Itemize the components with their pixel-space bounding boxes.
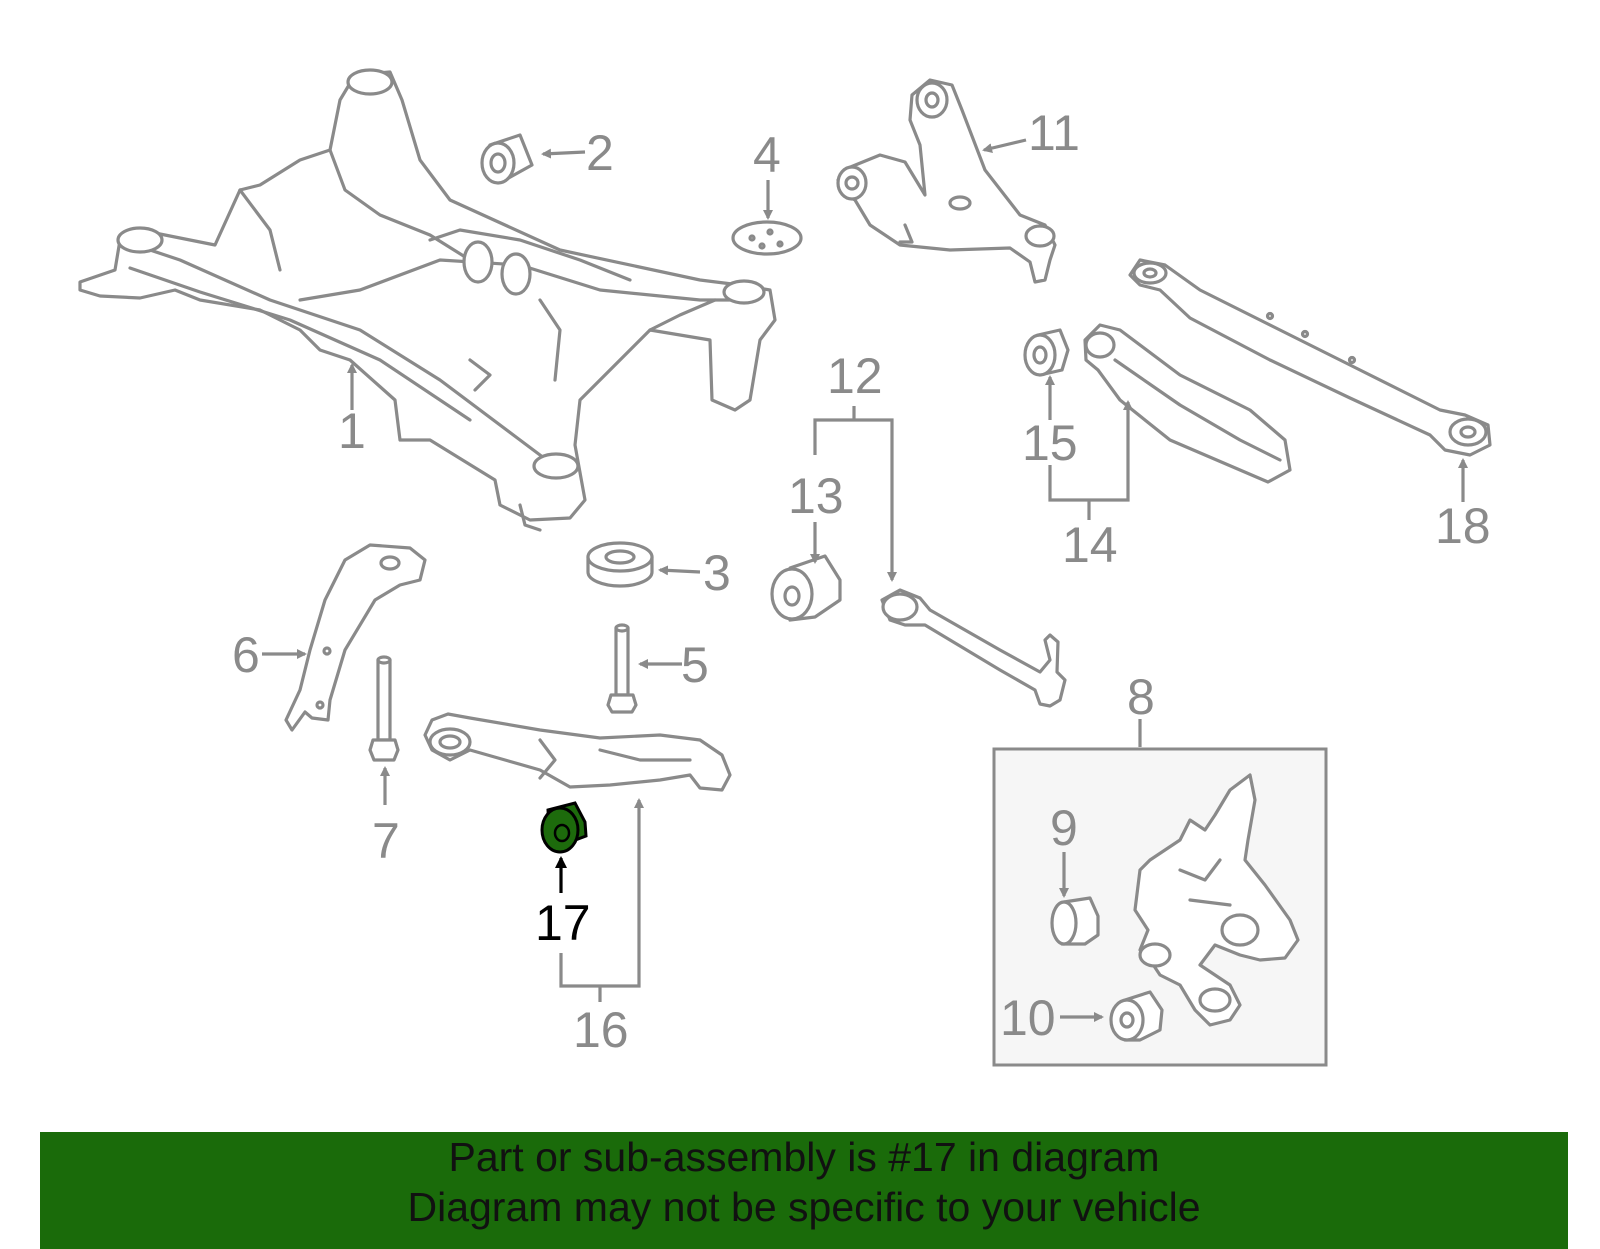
bolt-part-5[interactable]	[606, 623, 638, 714]
callout-14: 14	[1062, 517, 1118, 573]
lower-arm-part-16[interactable]	[423, 712, 732, 792]
callout-15: 15	[1022, 415, 1078, 471]
callout-labels: 1 2 3 4 5 6 7 8 9 10 11 12 13 14 15 16 1…	[232, 105, 1491, 1058]
bushing-part-17[interactable]	[540, 801, 588, 854]
bushing-part-9[interactable]	[1050, 896, 1100, 946]
stopper-part-3[interactable]	[586, 541, 654, 588]
callout-12: 12	[827, 348, 883, 404]
callout-11: 11	[1028, 105, 1080, 161]
arm-part-14[interactable]	[1083, 323, 1292, 484]
banner-line-2: Diagram may not be specific to your vehi…	[407, 1184, 1201, 1230]
callout-13: 13	[788, 468, 844, 524]
info-banner: Part or sub-assembly is #17 in diagram D…	[40, 1132, 1568, 1249]
callout-7: 7	[372, 813, 400, 869]
bushing-part-10[interactable]	[1109, 990, 1164, 1042]
callout-4: 4	[753, 127, 781, 183]
bushing-part-13[interactable]	[770, 554, 842, 622]
callout-5: 5	[681, 637, 709, 693]
callout-17: 17	[535, 895, 591, 951]
bushing-part-15[interactable]	[1023, 328, 1070, 377]
lateral-link-part-18[interactable]	[1128, 258, 1492, 457]
plate-part-4[interactable]	[731, 220, 803, 256]
upper-arm-part-11[interactable]	[836, 78, 1057, 284]
crossmember-part-1[interactable]	[78, 68, 777, 532]
leader-lines	[262, 138, 1468, 1022]
callout-8: 8	[1127, 669, 1155, 725]
callout-16: 16	[573, 1002, 629, 1058]
bracket-part-6[interactable]	[284, 543, 427, 732]
toe-link-part-12[interactable]	[880, 588, 1067, 708]
callout-1: 1	[338, 403, 366, 459]
callout-6: 6	[232, 627, 260, 683]
callout-2: 2	[586, 125, 614, 181]
callout-9: 9	[1050, 800, 1078, 856]
parts-diagram: 1 2 3 4 5 6 7 8 9 10 11 12 13 14 15 16 1…	[78, 68, 1492, 1067]
banner-line-1: Part or sub-assembly is #17 in diagram	[448, 1134, 1160, 1180]
callout-18: 18	[1435, 498, 1491, 554]
callout-10: 10	[1000, 990, 1056, 1046]
bolt-part-7[interactable]	[368, 655, 400, 762]
callout-3: 3	[703, 545, 731, 601]
bushing-part-2[interactable]	[480, 133, 534, 185]
